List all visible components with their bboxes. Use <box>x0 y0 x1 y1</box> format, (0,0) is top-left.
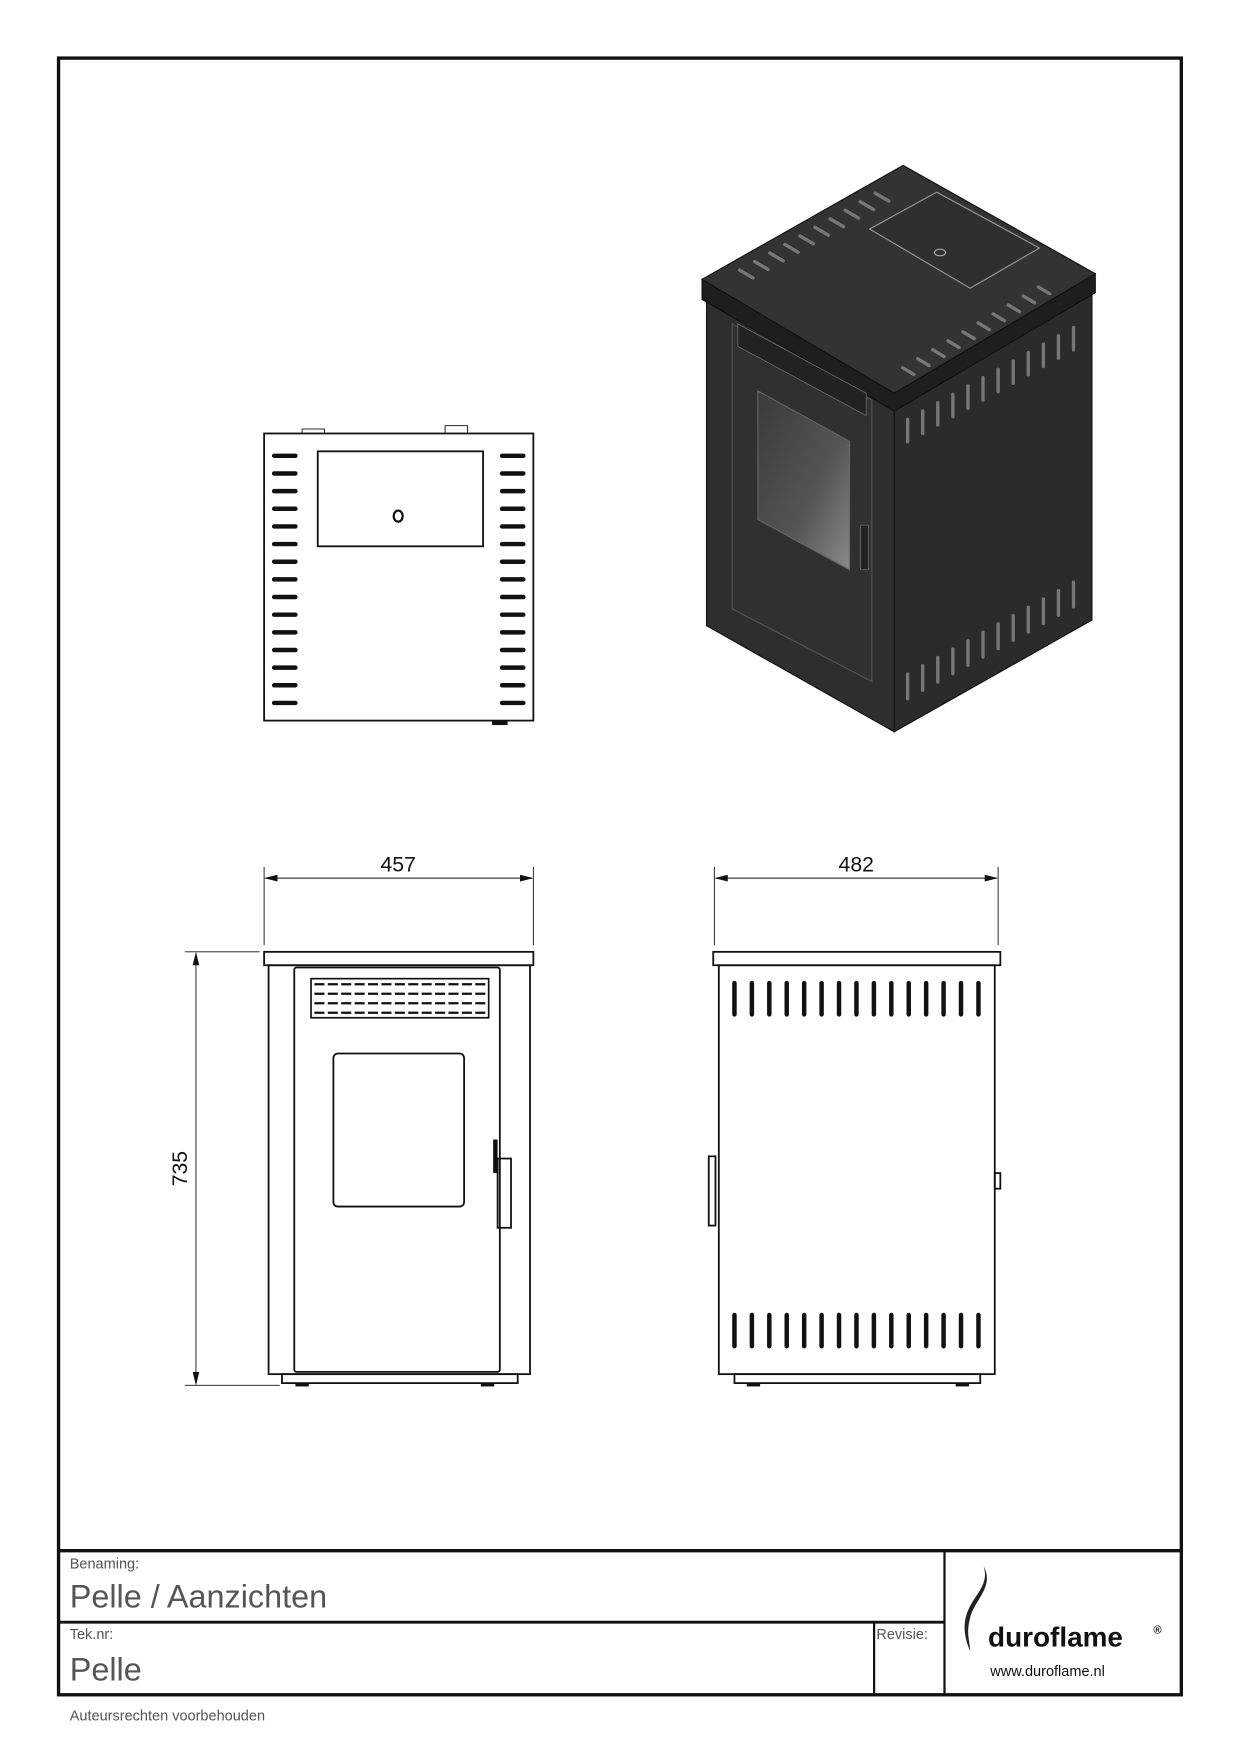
vent-slot <box>499 594 526 600</box>
iso-top-face <box>700 164 1097 394</box>
vent-slot <box>271 471 298 476</box>
iso-vent-slot <box>1006 303 1022 314</box>
flame-icon <box>964 1566 987 1652</box>
iso-vent-slot <box>873 191 891 203</box>
vent-slot <box>271 683 298 688</box>
vent-slot <box>499 612 526 617</box>
vent-slot <box>499 541 526 547</box>
vent-slot <box>271 506 298 512</box>
vent-slot <box>271 647 298 653</box>
teknr-value: Pelle <box>70 1651 142 1687</box>
iso-vent-slot <box>976 321 991 332</box>
iso-vent-slot <box>931 348 946 359</box>
iso-vent-slot <box>858 200 876 212</box>
iso-grille <box>737 323 867 417</box>
isometric-view <box>700 164 1097 733</box>
dimension-side-width: 482 <box>839 853 874 876</box>
iso-vent-slot <box>783 242 800 254</box>
dimension-height: 735 <box>169 1151 192 1186</box>
vent-slot <box>499 647 526 653</box>
copyright-notice: Auteursrechten voorbehouden <box>70 1708 265 1724</box>
front-glass-window <box>332 1052 465 1208</box>
sheet-border <box>56 56 1184 1697</box>
iso-vent-slot <box>752 259 770 272</box>
iso-vent-slot <box>737 268 755 280</box>
dimension-front-width: 457 <box>380 853 415 876</box>
teknr-label: Tek.nr: <box>70 1627 114 1643</box>
vent-slot <box>499 488 526 494</box>
vent-slot <box>499 683 526 688</box>
vent-slot <box>271 524 298 529</box>
vent-slot <box>499 700 526 706</box>
vent-slot <box>271 630 298 635</box>
vent-slot <box>499 577 526 582</box>
vent-slot <box>271 559 298 564</box>
side-view: 482 <box>707 853 1002 1387</box>
iso-vent-slot <box>991 312 1007 323</box>
iso-vent-slot <box>843 208 861 220</box>
iso-vent-slot <box>813 225 831 237</box>
vent-slot <box>499 453 526 459</box>
front-view: 457 735 <box>169 853 535 1387</box>
vent-slot <box>271 594 298 600</box>
duroflame-logo: duroflame ® www.duroflame.nl <box>964 1566 1162 1680</box>
vent-slot <box>271 700 298 706</box>
website-link[interactable]: www.duroflame.nl <box>989 1664 1105 1680</box>
svg-text:duroflame: duroflame <box>988 1622 1123 1653</box>
iso-lid <box>868 191 1041 289</box>
iso-vent-slot <box>1036 285 1052 296</box>
vent-slot <box>499 524 526 529</box>
vent-slot <box>271 612 298 617</box>
pellet-lid <box>316 450 484 548</box>
title-block: Benaming: Pelle / Aanzichten Tek.nr: Pel… <box>58 1548 1182 1695</box>
iso-vent-slot <box>946 339 961 350</box>
vent-slot <box>271 665 298 670</box>
vent-slot <box>499 559 526 564</box>
vent-slot <box>271 577 298 582</box>
svg-text:®: ® <box>1153 1624 1162 1636</box>
iso-vent-slot <box>901 366 916 377</box>
benaming-value: Pelle / Aanzichten <box>70 1579 327 1615</box>
door-handle <box>496 1157 512 1229</box>
vent-slot <box>499 471 526 476</box>
vent-slot <box>499 630 526 635</box>
vent-slot <box>499 665 526 670</box>
front-door <box>293 966 501 1373</box>
vent-slot <box>271 488 298 494</box>
iso-vent-slot <box>916 357 931 368</box>
iso-vent-slot <box>768 251 785 263</box>
iso-vent-slot <box>1021 294 1037 305</box>
top-view <box>263 425 535 726</box>
front-grille <box>310 977 490 1019</box>
lid-knob <box>392 509 404 523</box>
iso-vent-slot <box>798 234 816 246</box>
iso-vent-slot <box>961 330 976 341</box>
vent-slot <box>271 453 298 459</box>
revisie-label: Revisie: <box>876 1627 928 1643</box>
iso-glass <box>757 390 851 571</box>
benaming-label: Benaming: <box>70 1557 139 1573</box>
iso-vent-slot <box>828 217 846 229</box>
vent-slot <box>499 506 526 512</box>
vent-slot <box>271 541 298 547</box>
